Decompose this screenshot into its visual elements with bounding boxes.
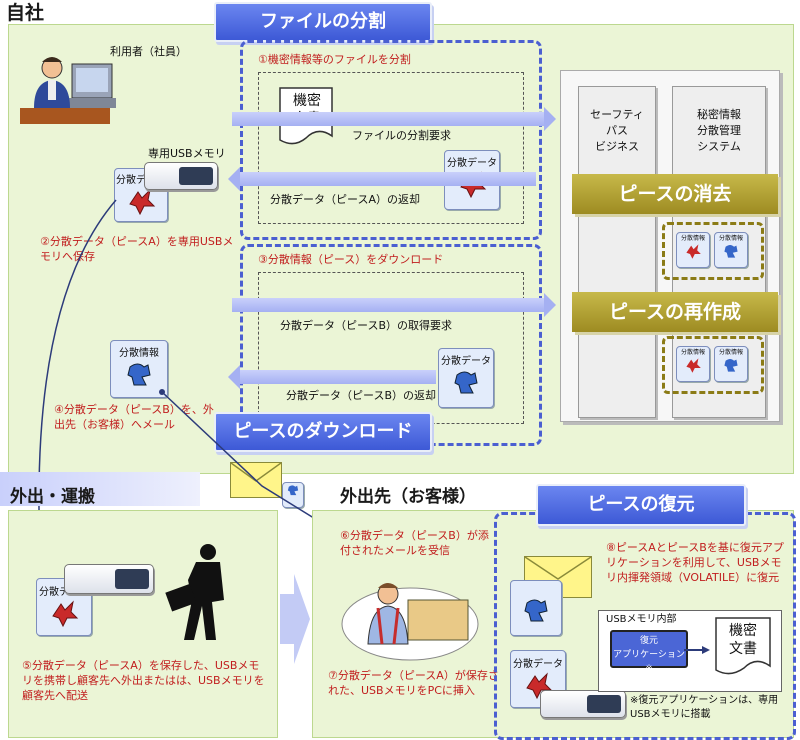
banner-piece-recreate: ピースの再作成 — [572, 292, 778, 332]
dist-data-card-download-label: 分散データ — [441, 356, 491, 367]
restore-app-line1: 復元 — [639, 636, 658, 646]
step8-label: ⑧ピースAとピースBを基に復元アプリケーションを利用して、USBメモリ内揮発領域… — [606, 541, 784, 584]
red-puzzle-piece-icon — [52, 600, 79, 628]
erase-pieces-box — [662, 222, 764, 280]
restore-arrow — [684, 640, 710, 654]
restore-app-note: ※復元アプリケーションは、専用USBメモリに搭載 — [630, 695, 779, 720]
sys1-line1: セーフティ — [590, 108, 644, 121]
get-request-b-arrow — [232, 293, 556, 317]
blue-puzzle-piece-icon — [127, 363, 151, 386]
sys2-line2: 分散管理 — [697, 124, 741, 137]
restored-doc-line1: 機密 — [729, 623, 757, 639]
sys1-line2: パス — [606, 124, 628, 137]
return-b-arrow — [228, 365, 436, 389]
dist-info-card-left: 分散情報 — [110, 340, 168, 398]
blue-puzzle-piece-icon — [454, 371, 478, 394]
red-puzzle-piece-icon — [526, 672, 553, 700]
return-b-label: 分散データ（ピースB）の返却 — [286, 389, 436, 402]
step3-label: ③分散情報（ピース）をダウンロード — [258, 253, 444, 266]
section-title-client: 外出先（お客様） — [340, 487, 476, 507]
dist-data-card-usb-label: 分散データ — [116, 175, 166, 186]
small-dist-info-card-3: 分散情報 — [676, 346, 710, 382]
dist-info-card-restore — [510, 580, 562, 636]
banner-piece-restore: ピースの復元 — [536, 484, 746, 526]
sys2-line3: システム — [697, 140, 741, 153]
sys2-line1: 秘密情報 — [697, 108, 741, 121]
small-dist-info-card-2: 分散情報 — [714, 232, 748, 268]
split-process-box — [240, 40, 542, 240]
small-dist-info-card-4: 分散情報 — [714, 346, 748, 382]
usb-memory-restore-icon — [540, 690, 626, 718]
small-card-1-label: 分散情報 — [680, 235, 705, 242]
dist-data-card-label: 分散データ — [447, 158, 497, 169]
businessman-walking-icon — [150, 540, 250, 650]
user-label: 利用者（社員） — [110, 45, 187, 58]
recreate-pieces-box — [662, 336, 764, 394]
get-request-b-label: 分散データ（ピースB）の取得要求 — [280, 319, 452, 332]
banner-piece-erase: ピースの消去 — [572, 174, 778, 214]
blue-puzzle-piece-icon — [287, 485, 299, 496]
user-at-computer-icon — [14, 48, 124, 138]
secret-doc-line1: 機密 — [293, 93, 321, 109]
small-card-4-label: 分散情報 — [718, 349, 743, 356]
usb-inside-label: USBメモリ内部 — [606, 614, 677, 625]
usb-memory-transport-icon — [64, 564, 154, 594]
transport-header-bar — [0, 472, 200, 506]
red-puzzle-piece-icon — [686, 358, 701, 373]
restored-document-text: 機密 文書 — [722, 622, 764, 658]
dist-info-card-left-label: 分散情報 — [119, 348, 159, 359]
blue-puzzle-piece-icon — [524, 599, 548, 622]
safety-pass-business-system: セーフティ パス ビジネス — [578, 86, 656, 418]
return-a-arrow — [228, 167, 536, 191]
small-card-2-label: 分散情報 — [718, 235, 743, 242]
step1-label: ①機密情報等のファイルを分割 — [258, 53, 411, 66]
usb-dedicated-label: 専用USBメモリ — [148, 147, 226, 160]
split-request-label: ファイルの分割要求 — [352, 129, 451, 142]
step5-label: ⑤分散データ（ピースA）を保存した、USBメモリを携帯し顧客先へ外出またはは、U… — [22, 659, 265, 702]
sys1-line3: ビジネス — [595, 140, 639, 153]
mail-envelope-icon — [230, 462, 282, 498]
split-request-arrow — [232, 107, 556, 131]
small-card-3-label: 分散情報 — [680, 349, 705, 356]
split-inner-box — [258, 72, 524, 224]
client-at-pc-icon — [338, 564, 488, 664]
step7-label: ⑦分散データ（ピースA）が保存された、USBメモリをPCに挿入 — [328, 669, 499, 697]
restored-document-icon — [714, 616, 772, 678]
red-puzzle-piece-icon — [686, 244, 701, 259]
usb-memory-icon — [144, 162, 218, 190]
return-a-label: 分散データ（ピースA）の返却 — [270, 193, 420, 206]
section-title-home: 自社 — [6, 2, 45, 24]
restored-doc-line2: 文書 — [729, 641, 757, 657]
dist-data-card-transport-label: 分散データ — [39, 587, 89, 598]
blue-puzzle-piece-icon — [724, 359, 738, 372]
step6-label: ⑥分散データ（ピースB）が添付されたメールを受信 — [340, 529, 489, 557]
small-dist-info-card-1: 分散情報 — [676, 232, 710, 268]
red-puzzle-piece-icon — [129, 188, 156, 216]
transport-to-client-arrow — [280, 574, 310, 664]
restore-app-line2: アプリケーション※ — [613, 650, 685, 674]
banner-piece-download: ピースのダウンロード — [214, 412, 432, 452]
restore-application: 復元 アプリケーション※ — [610, 630, 688, 674]
step4-label: ④分散データ（ピースB）を、外出先（お客様）へメール — [54, 403, 214, 431]
dist-data-card-download: 分散データ — [438, 348, 494, 408]
section-title-transport: 外出・運搬 — [10, 487, 95, 507]
dist-data-card-restore-label: 分散データ — [513, 659, 563, 670]
blue-puzzle-piece-icon — [724, 245, 738, 258]
